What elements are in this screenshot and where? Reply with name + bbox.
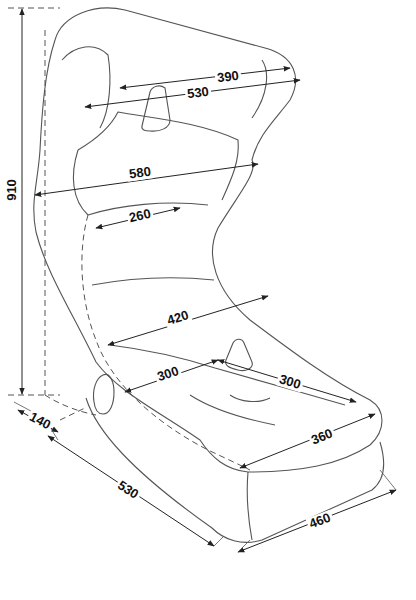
dimension-label: 420 [164,308,193,329]
dimension-label: 300 [154,363,183,384]
dimension-label: 140 [25,409,54,433]
dimension-label: 460 [305,510,334,532]
dimension-label: 530 [113,477,142,503]
dimension-label: 910 [5,177,19,203]
dimension-label: 260 [126,206,154,225]
dimension-label: 530 [184,84,211,101]
dimension-label: 390 [214,68,241,85]
dimension-label: 300 [276,372,305,393]
dimension-label: 360 [307,426,336,449]
